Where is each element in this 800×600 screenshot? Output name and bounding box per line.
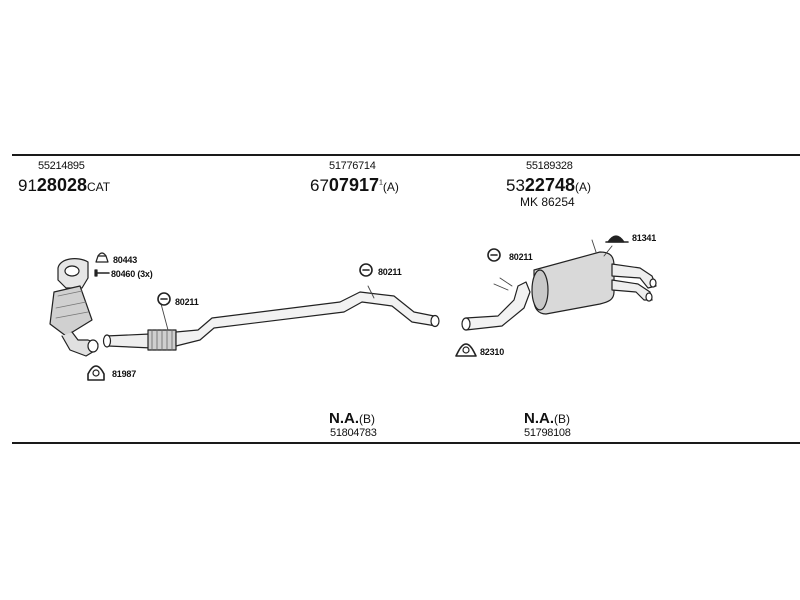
bottom-divider [12, 442, 800, 444]
section-3-part-number: 5322748(A) [506, 175, 591, 195]
part-label-80211-b: 80211 [378, 267, 402, 277]
section-1-top-code: 55214895 [38, 160, 85, 172]
clamp-icon [95, 252, 109, 263]
catalytic-converter [49, 258, 99, 357]
bottom-2-code: 51798108 [524, 427, 571, 439]
top-divider [12, 154, 800, 156]
rubber-hanger-icon [157, 292, 171, 306]
part-label-80460: 80460 (3x) [111, 269, 153, 279]
part-label-81987: 81987 [112, 369, 137, 379]
bottom-2-part-number: N.A.(B) [524, 410, 570, 427]
section-2-top-code: 51776714 [329, 160, 376, 172]
part-label-82310: 82310 [480, 347, 505, 357]
section-2-part-number: 67079171(A) [310, 175, 399, 195]
part-label-80443: 80443 [113, 255, 138, 265]
mounting-bracket-icon [605, 235, 629, 243]
gasket-icon [87, 365, 105, 381]
section-3-mk-code: MK 86254 [520, 195, 575, 209]
section-1-part-number: 9128028CAT [18, 175, 111, 195]
part-label-81341: 81341 [632, 233, 657, 243]
bottom-1-code: 51804783 [330, 427, 377, 439]
section-3-top-code: 55189328 [526, 160, 573, 172]
part-label-80211-a: 80211 [175, 297, 199, 307]
part-label-80211-c: 80211 [509, 252, 533, 262]
rubber-hanger-icon [487, 248, 501, 262]
front-pipe [102, 285, 440, 351]
pipe-clamp-icon [455, 343, 477, 357]
bolt-icon [94, 269, 110, 277]
rubber-hanger-icon [359, 263, 373, 277]
bottom-1-part-number: N.A.(B) [329, 410, 375, 427]
rear-muffler [461, 239, 657, 331]
